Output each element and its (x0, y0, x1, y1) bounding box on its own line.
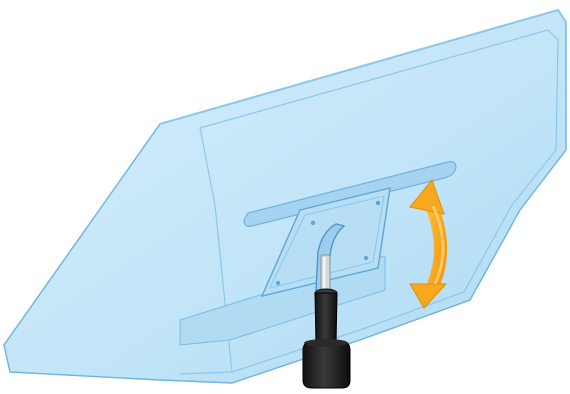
monitor-back (4, 10, 566, 383)
monitor-back-surface (4, 10, 566, 383)
stand-column (315, 293, 337, 345)
stand-base (303, 341, 350, 388)
